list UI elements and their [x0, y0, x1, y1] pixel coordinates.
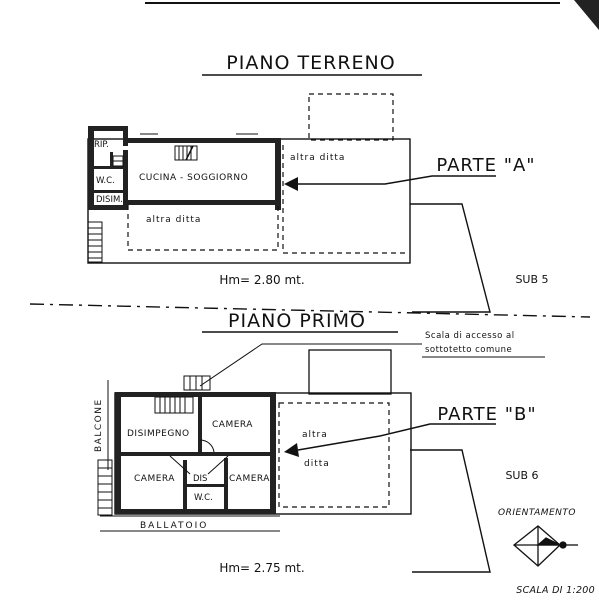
parte-a-leader-line	[298, 175, 496, 185]
first-room-camera-top: CAMERA	[212, 420, 253, 430]
ballatoio-label: BALLATOIO	[140, 521, 208, 531]
ground-other-company-label-1: altra ditta	[146, 215, 201, 225]
first-room-disimpegno: DISIMPEGNO	[127, 429, 190, 439]
first-room-camera-right: CAMERA	[229, 474, 270, 484]
ground-sub-label: SUB 5	[515, 273, 548, 286]
first-stair-icon	[154, 396, 194, 414]
ground-other-company-area-2	[282, 145, 406, 254]
first-unit-walls	[115, 392, 276, 514]
ground-room-kitchen-living: CUCINA - SOGGIORNO	[139, 173, 248, 183]
ground-stair-icon	[174, 145, 198, 161]
ground-room-rip: RIP.	[94, 140, 109, 150]
parte-a-arrow-icon	[284, 177, 298, 191]
first-other-company-line-2: ditta	[304, 459, 330, 469]
ground-unit-walls	[88, 126, 281, 210]
scan-corner-shadow	[574, 0, 599, 30]
ground-annex-outline	[308, 93, 394, 141]
balcony-label: BALCONE	[94, 398, 104, 452]
first-floor-title: PIANO PRIMO	[228, 310, 366, 332]
first-access-stair-icon	[183, 375, 211, 391]
ground-room-disim: DISIM.	[96, 195, 123, 205]
ground-other-company-label-2: altra ditta	[290, 153, 345, 163]
first-room-dis: DIS	[193, 474, 207, 484]
first-door-swings	[169, 455, 229, 475]
scale-label: SCALA DI 1:200	[516, 585, 595, 596]
ground-room-wc: W.C.	[96, 176, 115, 186]
balcony-structure	[97, 380, 113, 516]
parte-b-leader-line	[297, 423, 496, 451]
parte-b-label: PARTE "B"	[437, 404, 536, 425]
orientation-label: ORIENTAMENTO	[498, 508, 576, 518]
first-room-camera-left: CAMERA	[134, 474, 175, 484]
parte-a-label: PARTE "A"	[436, 155, 535, 176]
first-annex-outline	[308, 349, 392, 395]
stair-note-line-1: Scala di accesso al	[425, 331, 515, 341]
ground-small-stair-icon	[112, 155, 124, 167]
stair-note-line-2: sottotetto comune	[425, 345, 512, 355]
first-height-label: Hm= 2.75 mt.	[219, 561, 304, 575]
ground-adjacent-building	[410, 203, 491, 313]
first-door-arc	[199, 439, 215, 453]
stair-note-leader-line	[199, 343, 422, 387]
first-other-company-area	[278, 402, 390, 508]
first-room-wc: W.C.	[194, 493, 213, 503]
ground-height-label: Hm= 2.80 mt.	[219, 273, 304, 287]
compass-icon	[512, 525, 578, 567]
ground-other-company-area-1	[127, 205, 279, 251]
section-divider-line	[29, 303, 591, 318]
ground-floor-title: PIANO TERRENO	[226, 52, 395, 74]
parte-b-arrow-icon	[284, 443, 299, 457]
first-other-company-line-1: altra	[302, 430, 328, 440]
first-sub-label: SUB 6	[505, 469, 538, 482]
ground-external-stair	[87, 221, 103, 263]
first-adjacent-building	[410, 449, 491, 573]
